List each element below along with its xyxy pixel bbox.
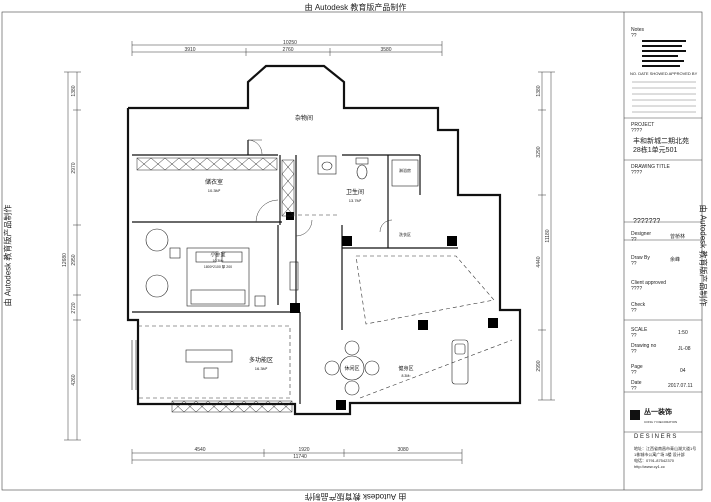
tb-designer-sign: 曾桥林 bbox=[670, 234, 686, 240]
dim-right-seg-4: 2990 bbox=[536, 360, 542, 371]
dim-right-seg-2: 3290 bbox=[536, 146, 542, 157]
dim-right-seg-3: 4440 bbox=[536, 256, 542, 267]
wash-label: 洗衣区 bbox=[399, 231, 411, 237]
room-small-bedroom-area: 10.3M² bbox=[213, 259, 225, 263]
multifunction-furniture bbox=[131, 340, 233, 390]
tb-page-value: 04 bbox=[680, 368, 686, 374]
dim-top-seg-1: 3910 bbox=[184, 47, 195, 53]
tb-designer-sub: ?? bbox=[631, 237, 637, 243]
room-fitness-name: 健身区 bbox=[398, 365, 413, 372]
tb-project-name-1: 丰和新城二期北苑 bbox=[633, 138, 689, 145]
leisure-furniture bbox=[324, 340, 380, 396]
dim-bottom-seg-2: 1920 bbox=[298, 447, 309, 453]
tb-client-label: Client approved bbox=[631, 280, 667, 286]
tb-drawing-title-sub: ???? bbox=[631, 170, 643, 176]
company-logo-icon bbox=[630, 410, 640, 420]
room-storage-name: 杂物间 bbox=[295, 114, 313, 122]
dim-right-seg-1: 1380 bbox=[536, 85, 542, 96]
dim-bottom-seg-3: 3080 bbox=[397, 447, 408, 453]
room-multifunction-area: 16.3M² bbox=[255, 366, 268, 371]
watermark-top: 由 Autodesk 教育版产品制作 bbox=[304, 3, 407, 12]
tb-project-name-2: 28栋1单元501 bbox=[633, 147, 678, 154]
tb-scale-label: SCALE bbox=[631, 327, 648, 333]
tb-web: http://www.cy1.cc bbox=[634, 464, 665, 469]
doors bbox=[247, 139, 393, 237]
room-small-bedroom-name: 小卧室 bbox=[210, 251, 225, 258]
cabinets bbox=[136, 157, 295, 413]
dim-left-seg-5: 4260 bbox=[71, 374, 77, 385]
tb-address-1: 地址：江西省南昌市青山湖大道1号 bbox=[634, 446, 697, 451]
ceiling-lines bbox=[138, 214, 513, 399]
dim-right-total: 11180 bbox=[545, 229, 551, 242]
bedroom-furniture bbox=[145, 228, 266, 307]
tb-drawing-title-label: DRAWING TITLE bbox=[631, 164, 670, 170]
fitness-equipment bbox=[451, 339, 469, 385]
tb-date-value: 2017.07.11 bbox=[668, 383, 693, 389]
tb-scale-value: 1:50 bbox=[678, 330, 688, 336]
tb-page-sub: ?? bbox=[631, 370, 637, 376]
sheet-border bbox=[1, 11, 703, 491]
tb-check-sub: ?? bbox=[631, 308, 637, 314]
tb-phone: 电话：0791-87542370 bbox=[634, 458, 675, 463]
wall-pillars bbox=[286, 212, 498, 410]
tb-notes-sub: ?? bbox=[631, 33, 637, 39]
dimension-lines bbox=[64, 41, 555, 464]
interior-walls bbox=[132, 140, 458, 404]
tb-date-label: Date bbox=[631, 380, 642, 386]
dim-top-total: 10250 bbox=[283, 40, 297, 46]
tb-designers: D E S I N E R S bbox=[634, 434, 677, 440]
room-cloakroom-area: 10.3M² bbox=[208, 188, 221, 193]
tb-designer-label: Designer bbox=[631, 231, 652, 237]
room-bathroom-area: 13.7M² bbox=[349, 198, 362, 203]
room-leisure-name: 休闲区 bbox=[344, 365, 359, 372]
dim-bottom-seg-1: 4540 bbox=[194, 447, 205, 453]
tb-client-sub: ???? bbox=[631, 286, 643, 292]
notes-scribbles bbox=[642, 40, 686, 67]
tb-page-label: Page bbox=[631, 364, 643, 370]
dim-top-seg-2: 2760 bbox=[282, 47, 293, 53]
tb-drawn-label: Draw By bbox=[631, 255, 650, 261]
bathroom-fixtures bbox=[289, 155, 419, 291]
room-fitness-area: 8.3M² bbox=[402, 374, 412, 378]
tb-approval-line: NO. DATE SHOWED APPROVED BY bbox=[630, 71, 698, 76]
tb-check-label: Check bbox=[631, 302, 646, 308]
dim-left-total: 12680 bbox=[62, 253, 68, 267]
tb-company-sub: CONG YI DECORATION bbox=[644, 420, 678, 424]
tb-drawing-no-value: JL-08 bbox=[678, 346, 691, 352]
room-small-bedroom-bed: 1800*2100 厚 200 bbox=[204, 264, 232, 269]
tb-drawing-title-value: ??????? bbox=[633, 218, 661, 225]
dim-left-seg-3: 2950 bbox=[71, 254, 77, 265]
tb-drawn-sign: 余峰 bbox=[670, 257, 681, 263]
dim-left-seg-1: 1380 bbox=[71, 85, 77, 96]
tb-scale-sub: ?? bbox=[631, 333, 637, 339]
dim-left-seg-2: 2970 bbox=[71, 162, 77, 173]
shower-label: 淋浴房 bbox=[399, 167, 411, 173]
room-multifunction-name: 多功能区 bbox=[249, 356, 273, 364]
outer-walls bbox=[126, 64, 522, 416]
title-block-lines bbox=[624, 117, 702, 433]
room-bathroom-name: 卫生间 bbox=[346, 188, 364, 196]
notes-rule-lines bbox=[632, 81, 696, 113]
tb-company-name: 丛一装饰 bbox=[644, 409, 672, 416]
tb-drawn-sub: ?? bbox=[631, 261, 637, 267]
tb-drawing-no-sub: ?? bbox=[631, 349, 637, 355]
tb-drawing-no-label: Drawing no bbox=[631, 343, 657, 349]
tb-address-2: 1栋城市公寓广场 3楼 设计部 bbox=[634, 452, 685, 457]
dim-bottom-total: 11740 bbox=[293, 454, 307, 460]
tb-notes-label: Notes bbox=[631, 27, 645, 33]
tb-project-label: PROJECT bbox=[631, 122, 655, 128]
tb-date-sub: ?? bbox=[631, 386, 637, 392]
dim-top-seg-3: 3580 bbox=[380, 47, 391, 53]
dim-left-seg-4: 2720 bbox=[71, 302, 77, 313]
room-cloakroom-name: 储衣室 bbox=[205, 178, 223, 186]
tb-project-sub: ???? bbox=[631, 128, 643, 134]
